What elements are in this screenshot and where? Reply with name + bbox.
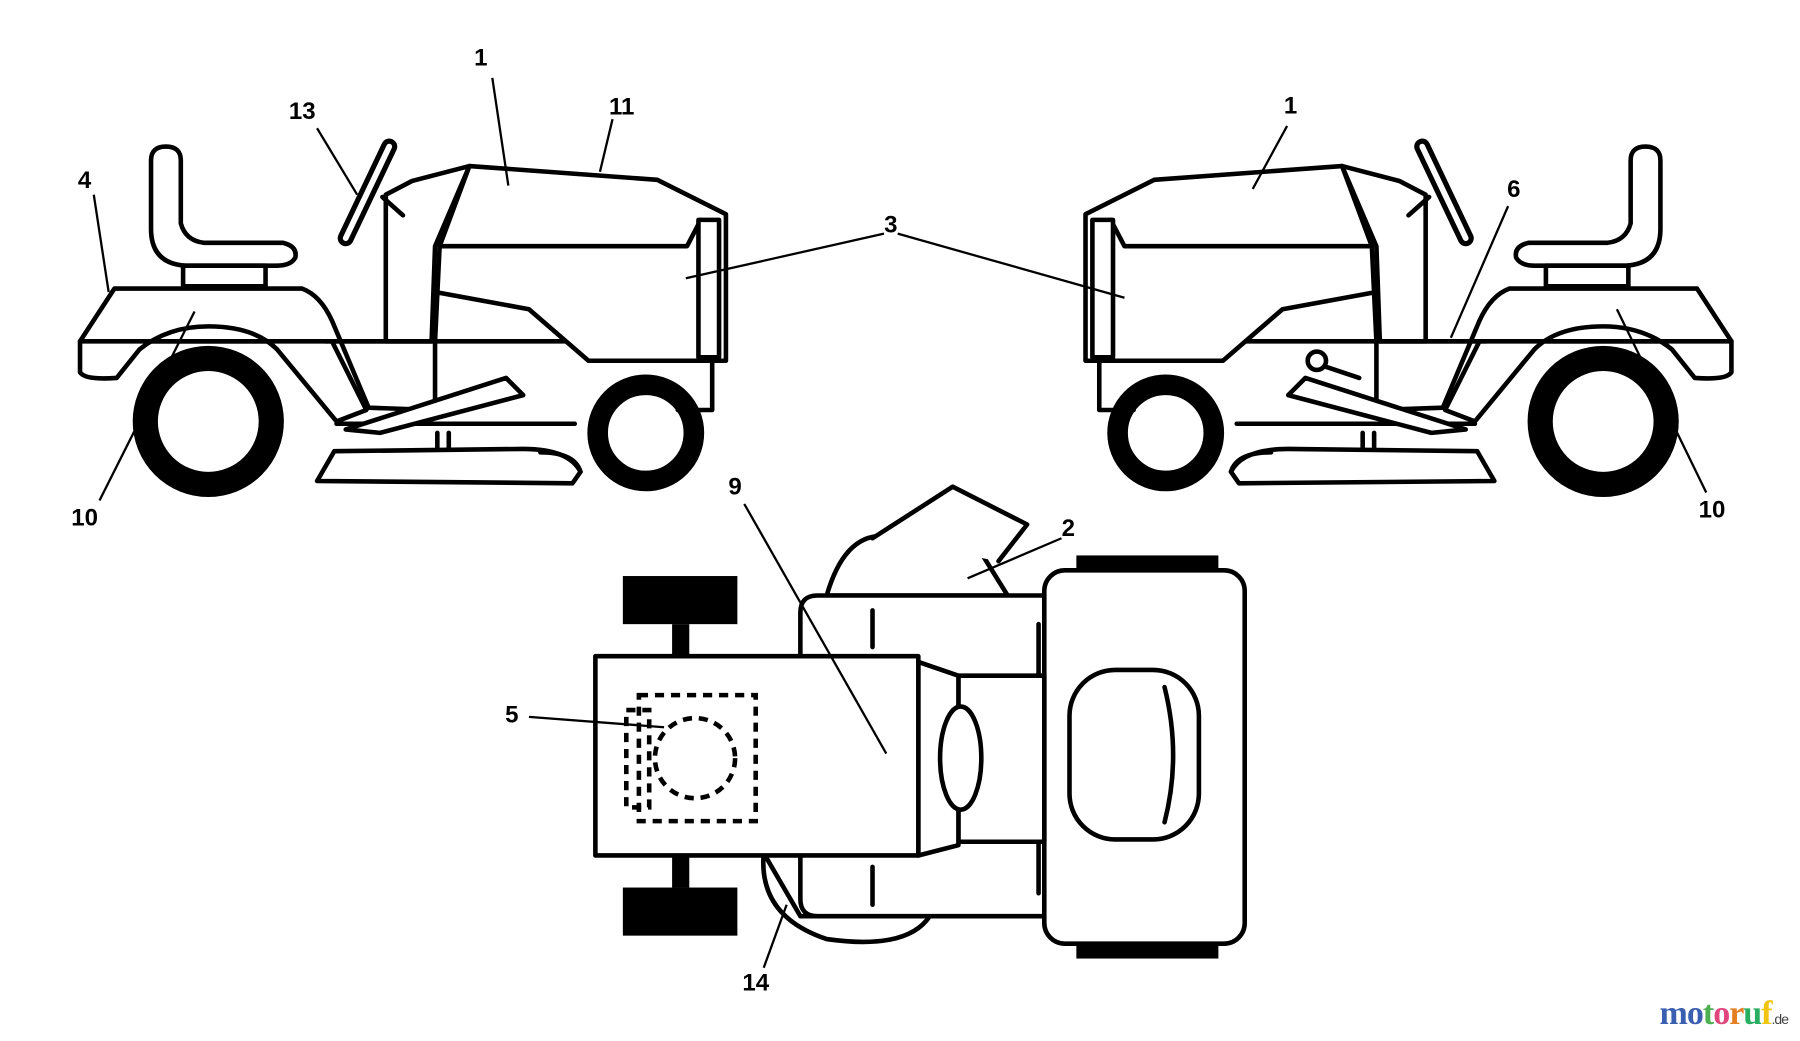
callout-1-right: 1 xyxy=(1284,92,1297,119)
callout-10-left: 10 xyxy=(71,505,98,532)
top-view-tractor xyxy=(593,484,1248,959)
watermark-logo: motoruf.de xyxy=(1659,995,1789,1032)
callout-2: 2 xyxy=(1062,515,1075,542)
callout-6: 6 xyxy=(1507,176,1520,203)
watermark-letter: t xyxy=(1702,995,1714,1032)
watermark-letter: u xyxy=(1743,995,1762,1032)
callout-1-left: 1 xyxy=(474,44,487,71)
right-side-view-tractor xyxy=(1086,147,1732,485)
callout-11: 11 xyxy=(609,94,634,121)
watermark-letter: m xyxy=(1659,995,1688,1032)
callout-13: 13 xyxy=(289,98,316,125)
callout-14: 14 xyxy=(742,970,769,997)
left-side-view-tractor xyxy=(80,147,726,485)
watermark-letter: r xyxy=(1729,995,1744,1032)
watermark-letter: f xyxy=(1761,995,1772,1032)
callout-5: 5 xyxy=(505,702,518,729)
callout-4: 4 xyxy=(78,167,92,194)
callout-3: 3 xyxy=(884,211,897,238)
callout-9: 9 xyxy=(728,474,741,501)
leader-lines xyxy=(92,77,1708,969)
watermark-letter: o xyxy=(1713,995,1730,1032)
callout-10-right: 10 xyxy=(1699,497,1726,524)
ignition-key-icon xyxy=(1305,349,1329,373)
watermark-letter: o xyxy=(1686,995,1704,1032)
